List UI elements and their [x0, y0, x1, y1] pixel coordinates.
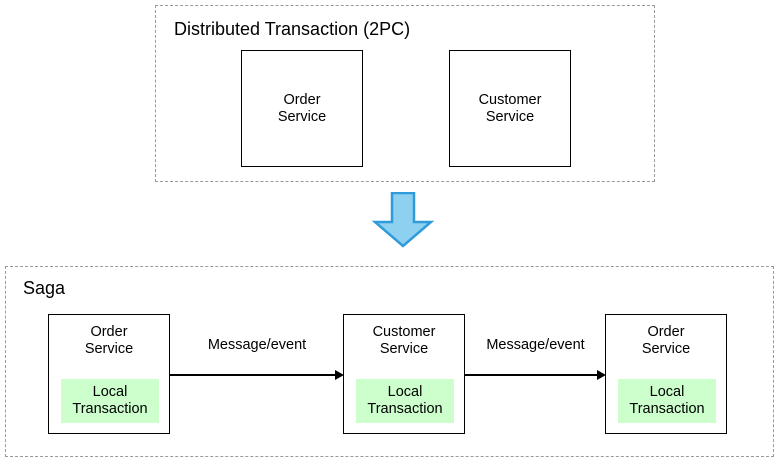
- group-distributed-transaction-2pc: Distributed Transaction (2PC): [155, 5, 655, 182]
- connector-label-message-event-2: Message/event: [486, 337, 585, 353]
- box-saga-customer-service[interactable]: Customer Service Local Transaction: [343, 314, 465, 434]
- local-transaction-badge-3: Local Transaction: [618, 379, 716, 423]
- group-title-saga: Saga: [23, 278, 66, 298]
- box-saga-order-service-1[interactable]: Order Service Local Transaction: [48, 314, 170, 434]
- connector-label-message-event-1: Message/event: [207, 337, 307, 353]
- box-saga-customer-service-label: Customer Service: [372, 324, 436, 357]
- box-saga-order-service-2[interactable]: Order Service Local Transaction: [605, 314, 727, 434]
- box-saga-order-service-1-label: Order Service: [84, 324, 134, 357]
- box-2pc-customer-service-label: Customer Service: [478, 92, 542, 125]
- box-2pc-order-service[interactable]: Order Service: [241, 50, 363, 167]
- connector-arrow-2-head-icon: [597, 369, 606, 380]
- group-saga: Saga: [5, 266, 774, 457]
- connector-arrow-1-head-icon: [335, 369, 344, 380]
- local-transaction-badge-2: Local Transaction: [356, 379, 454, 423]
- connector-arrow-2-line: [465, 374, 598, 376]
- box-2pc-customer-service[interactable]: Customer Service: [449, 50, 571, 167]
- down-arrow-icon: [367, 191, 439, 248]
- connector-arrow-1-line: [170, 374, 336, 376]
- group-title-distributed-transaction: Distributed Transaction (2PC): [174, 19, 411, 39]
- local-transaction-badge-1: Local Transaction: [61, 379, 159, 423]
- connector-arrow-2: [465, 369, 606, 381]
- connector-arrow-1: [170, 369, 344, 381]
- box-2pc-order-service-label: Order Service: [277, 92, 327, 125]
- box-saga-order-service-2-label: Order Service: [641, 324, 691, 357]
